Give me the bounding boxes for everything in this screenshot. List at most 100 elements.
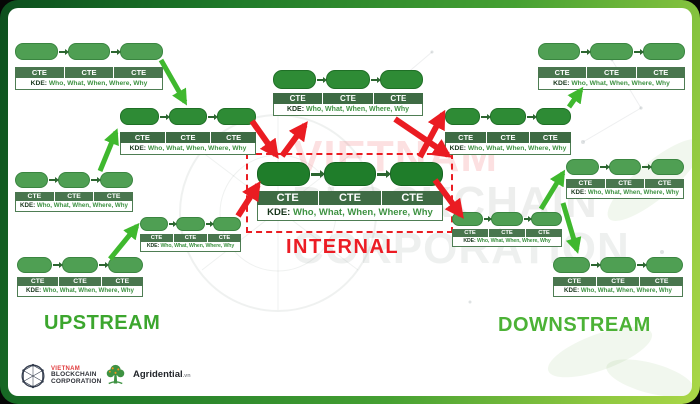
- process-step-box: [120, 108, 159, 125]
- kde-values: Who, What, When, Where, Why: [466, 145, 567, 152]
- flow-arrow-green: [566, 86, 584, 109]
- process-step-box: [491, 212, 523, 226]
- kde-values: Who, What, When, Where, Why: [579, 287, 672, 294]
- connector-arrow-icon: [526, 113, 537, 120]
- kde-label: KDE:: [20, 202, 36, 209]
- cte-header-cell: CTE: [59, 277, 102, 286]
- process-step-box: [17, 257, 53, 273]
- kde-values: Who, What, When, Where, Why: [304, 106, 410, 113]
- process-step-box: [379, 70, 423, 89]
- process-step-box: [62, 257, 98, 273]
- connector-arrow-icon: [581, 48, 592, 55]
- cte-header-cell: CTE: [587, 67, 637, 78]
- cte-header-cell: CTE: [566, 179, 606, 188]
- connector-arrow-icon: [317, 76, 328, 83]
- process-step-box: [538, 43, 581, 60]
- kde-values: Who, What, When, Where, Why: [146, 145, 247, 152]
- kde-row: KDE: Who, What, When, Where, Why: [120, 143, 256, 155]
- cte-header-cell: CTE: [174, 234, 208, 242]
- process-step-box: [323, 162, 377, 186]
- connector-arrow-icon: [633, 48, 644, 55]
- vietnam-blockchain-corporation-logo: VIETNAM BLOCKCHAIN CORPORATION: [20, 363, 101, 389]
- kde-label: KDE:: [286, 106, 305, 113]
- process-step-box: [390, 162, 444, 186]
- kde-label: KDE:: [267, 207, 291, 218]
- process-step-box: [590, 43, 633, 60]
- cte-header-cell: CTE: [273, 93, 324, 104]
- cte-header-cell: CTE: [373, 93, 423, 104]
- vbc-network-sphere-icon: [21, 363, 45, 389]
- process-step-box: [273, 70, 317, 89]
- process-step-box: [326, 70, 370, 89]
- upstream-label: UPSTREAM: [44, 312, 161, 334]
- cte-header-cell: CTE: [489, 229, 526, 237]
- process-step-box: [67, 43, 111, 60]
- connector-arrow-icon: [58, 48, 69, 55]
- cte-header-cell: CTE: [645, 179, 685, 188]
- kde-label: KDE:: [30, 80, 48, 87]
- kde-label: KDE:: [571, 189, 587, 196]
- connector-arrow-icon: [642, 164, 653, 170]
- process-step-box: [646, 257, 684, 273]
- cte-header-cell: CTE: [15, 67, 65, 78]
- cte-header-cell: CTE: [636, 67, 685, 78]
- process-step-box: [15, 43, 58, 60]
- process-step-box: [100, 172, 134, 188]
- agridential-wordmark: Agridential.vn: [133, 369, 191, 380]
- cte-header-cell: CTE: [114, 67, 164, 78]
- flow-arrow-green: [97, 128, 119, 172]
- cte-header-cell: CTE: [17, 277, 60, 286]
- cte-header-cell: CTE: [211, 132, 257, 143]
- cte-header-cell: CTE: [323, 93, 374, 104]
- process-step-box: [217, 108, 257, 125]
- cte-header-cell: CTE: [165, 132, 212, 143]
- connector-arrow-icon: [98, 262, 109, 268]
- connector-arrow-icon: [599, 164, 610, 170]
- connector-arrow-icon: [377, 169, 392, 178]
- connector-arrow-icon: [169, 221, 178, 227]
- agridential-logo: Agridential.vn: [102, 361, 191, 388]
- downstream-label: DOWNSTREAM: [498, 314, 651, 336]
- kde-label: KDE:: [564, 287, 580, 294]
- process-step-box: [490, 108, 526, 125]
- cte-header-cell: CTE: [15, 192, 55, 201]
- kde-values: Who, What, When, Where, Why: [586, 189, 679, 196]
- kde-values: Who, What, When, Where, Why: [35, 202, 128, 209]
- cte-header-cell: CTE: [596, 277, 641, 286]
- kde-values: Who, What, When, Where, Why: [47, 80, 148, 87]
- connector-arrow-icon: [481, 113, 492, 120]
- kde-row: KDE: Who, What, When, Where, Why: [553, 286, 683, 297]
- cte-header-cell: CTE: [487, 132, 530, 143]
- connector-arrow-icon: [637, 262, 648, 268]
- cte-header-cell: CTE: [538, 67, 588, 78]
- flow-arrow-green: [108, 222, 140, 261]
- connector-arrow-icon: [48, 177, 59, 183]
- kde-values: Who, What, When, Where, Why: [290, 207, 433, 218]
- process-step-box: [452, 212, 484, 226]
- kde-values: Who, What, When, Where, Why: [569, 80, 670, 87]
- cte-header-cell: CTE: [208, 234, 241, 242]
- kde-row: KDE: Who, What, When, Where, Why: [538, 78, 685, 90]
- kde-label: KDE:: [463, 238, 476, 244]
- process-step-box: [212, 217, 241, 231]
- kde-values: Who, What, When, Where, Why: [475, 238, 551, 244]
- kde-label: KDE:: [26, 287, 42, 294]
- connector-arrow-icon: [159, 113, 170, 120]
- process-step-box: [107, 257, 143, 273]
- process-step-box: [176, 217, 205, 231]
- kde-row: KDE: Who, What, When, Where, Why: [15, 78, 163, 90]
- connector-arrow-icon: [53, 262, 64, 268]
- cte-header-cell: CTE: [140, 234, 174, 242]
- connector-arrow-icon: [91, 177, 102, 183]
- cte-header-cell: CTE: [553, 277, 597, 286]
- connector-arrow-icon: [205, 221, 214, 227]
